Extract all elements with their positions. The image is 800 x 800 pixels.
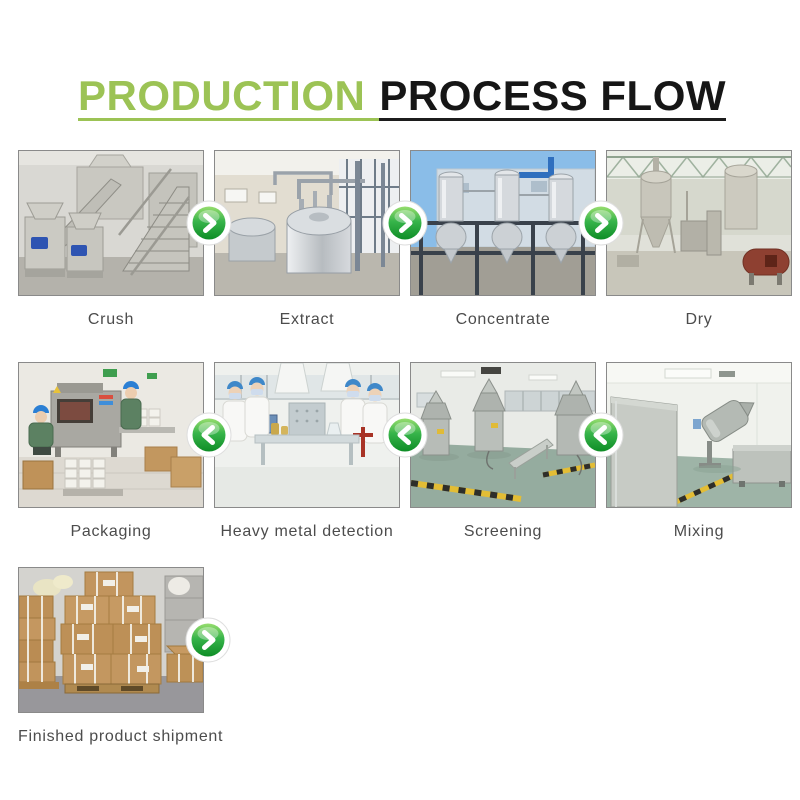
process-step-dry: Dry (606, 150, 792, 329)
process-step-finished-product-shipment: Finished product shipment (18, 567, 224, 746)
step-caption-finished-product-shipment: Finished product shipment (18, 728, 224, 745)
process-step-heavy-metal-detection: Heavy metal detection (214, 362, 400, 541)
process-row-3: Finished product shipment (18, 567, 231, 746)
arrow-right-icon (382, 200, 428, 246)
photo-drying-equipment (606, 150, 792, 296)
photo-mixing-machine (606, 362, 792, 508)
process-step-mixing: Mixing (606, 362, 792, 541)
step-caption-concentrate: Concentrate (455, 311, 551, 328)
photo-boxes-shipment (18, 567, 204, 713)
arrow-right-icon (185, 617, 231, 663)
title-highlight: PRODUCTION (78, 74, 380, 122)
photo-screening-machines (410, 362, 596, 508)
step-caption-screening: Screening (463, 523, 543, 540)
arrow-left-icon (382, 412, 428, 458)
photo-crush-machinery (18, 150, 204, 296)
process-row-2: Packaging (18, 362, 792, 541)
photo-extraction-tanks (214, 150, 400, 296)
process-step-concentrate: Concentrate (410, 150, 596, 329)
arrow-right-icon (578, 200, 624, 246)
process-step-crush: Crush (18, 150, 204, 329)
process-step-screening: Screening (410, 362, 596, 541)
process-step-extract: Extract (214, 150, 400, 329)
process-row-1: Crush (18, 150, 792, 329)
step-caption-heavy-metal-detection: Heavy metal detection (220, 523, 394, 540)
step-caption-dry: Dry (685, 311, 713, 328)
step-caption-crush: Crush (87, 311, 135, 328)
photo-packaging-line (18, 362, 204, 508)
arrow-right-icon (186, 200, 232, 246)
step-caption-mixing: Mixing (673, 523, 725, 540)
step-caption-packaging: Packaging (70, 523, 152, 540)
title-rest: PROCESS FLOW (379, 72, 727, 122)
arrow-left-icon (186, 412, 232, 458)
photo-concentration-evaporators (410, 150, 596, 296)
photo-lab-testing (214, 362, 400, 508)
arrow-left-icon (578, 412, 624, 458)
process-step-packaging: Packaging (18, 362, 204, 541)
step-caption-extract: Extract (279, 311, 335, 328)
